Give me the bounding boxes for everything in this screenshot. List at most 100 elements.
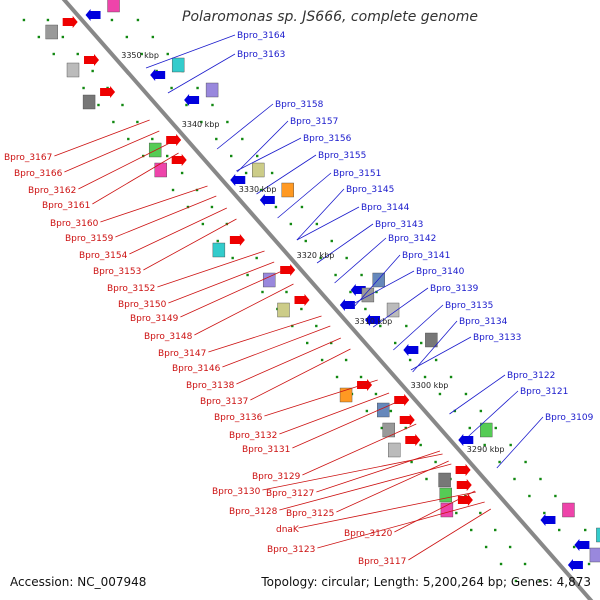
forward-gene-arrow xyxy=(456,479,472,491)
scale-tick-label: 3290 kbp xyxy=(467,445,505,454)
forward-label-leader xyxy=(194,283,294,336)
tick-dot xyxy=(291,324,294,328)
forward-gene-arrow xyxy=(294,294,310,306)
reverse-gene-label: Bpro_3142 xyxy=(388,234,436,244)
tick-dot xyxy=(483,443,486,447)
tick-dot xyxy=(364,307,367,311)
tick-dot xyxy=(289,222,293,226)
forward-gene-label: Bpro_3153 xyxy=(93,267,141,277)
tick-dot xyxy=(330,239,333,243)
forward-gene-label: Bpro_3120 xyxy=(344,529,393,539)
forward-gene-label: Bpro_3166 xyxy=(14,169,63,179)
tick-dot xyxy=(166,154,169,158)
tick-dot xyxy=(408,358,412,362)
scale-tick-label: 3330 kbp xyxy=(239,185,277,194)
reverse-gene-label: Bpro_3134 xyxy=(459,317,508,327)
reverse-gene-label: Bpro_3140 xyxy=(416,267,465,277)
tick-dot xyxy=(539,477,542,481)
tick-dot xyxy=(538,579,542,583)
tick-dot xyxy=(82,86,85,90)
forward-gene-block xyxy=(438,472,451,488)
forward-gene-label: Bpro_3161 xyxy=(42,201,90,211)
tick-dot xyxy=(244,171,248,175)
tick-dot xyxy=(171,188,175,192)
tick-dot xyxy=(315,222,319,226)
reverse-gene-label: Bpro_3158 xyxy=(275,100,324,110)
tick-dot xyxy=(319,256,322,260)
reverse-gene-label: Bpro_3121 xyxy=(520,387,568,397)
tick-dot xyxy=(345,256,348,260)
forward-gene-label: Bpro_3162 xyxy=(28,186,76,196)
tick-dot xyxy=(186,205,190,209)
forward-gene-label: Bpro_3149 xyxy=(130,314,179,324)
tick-dot xyxy=(455,511,458,515)
reverse-gene-label: Bpro_3109 xyxy=(545,413,594,423)
tick-dot xyxy=(335,375,339,379)
tick-dot xyxy=(434,358,438,362)
tick-dot xyxy=(320,358,324,362)
tick-dot xyxy=(180,171,184,175)
tick-dot xyxy=(479,511,482,515)
forward-gene-label: Bpro_3152 xyxy=(107,284,155,294)
forward-gene-label: Bpro_3123 xyxy=(267,545,315,555)
reverse-gene-label: Bpro_3133 xyxy=(473,333,521,343)
reverse-label-leader xyxy=(354,254,401,307)
forward-gene-label: Bpro_3160 xyxy=(50,219,99,229)
topology-text: Topology: circular; Length: 5,200,264 bp… xyxy=(261,575,591,589)
tick-dot xyxy=(360,273,363,277)
tick-dot xyxy=(572,545,576,549)
forward-gene-arrow xyxy=(394,394,410,406)
forward-label-leader xyxy=(302,423,417,476)
forward-gene-label: Bpro_3167 xyxy=(4,153,52,163)
tick-dot xyxy=(151,137,154,141)
reverse-label-leader xyxy=(372,287,429,328)
forward-gene-block xyxy=(262,272,276,288)
tick-dot xyxy=(231,256,234,260)
reverse-gene-block xyxy=(281,182,294,198)
tick-dot xyxy=(543,511,546,515)
forward-label-leader xyxy=(408,508,492,561)
tick-dot xyxy=(524,460,527,464)
forward-gene-label: Bpro_3159 xyxy=(65,234,114,244)
tick-dot xyxy=(587,562,591,566)
tick-dot xyxy=(470,528,473,532)
forward-gene-arrow xyxy=(62,16,78,28)
tick-dot xyxy=(389,409,393,413)
reverse-gene-block xyxy=(596,527,600,543)
tick-dot xyxy=(404,426,407,430)
tick-dot xyxy=(514,579,518,583)
forward-gene-arrow xyxy=(171,154,187,166)
reverse-gene-block xyxy=(107,0,120,13)
forward-label-leader xyxy=(279,392,390,435)
reverse-label-leader xyxy=(296,206,360,241)
forward-gene-arrow xyxy=(84,54,100,66)
reverse-label-leader xyxy=(449,374,506,415)
reverse-label-leader xyxy=(256,154,317,195)
tick-dot xyxy=(528,494,531,498)
tick-dot xyxy=(200,120,203,124)
reverse-gene-label: Bpro_3163 xyxy=(237,50,285,60)
reverse-gene-label: Bpro_3157 xyxy=(290,117,338,127)
tick-dot xyxy=(112,120,115,124)
tick-dot xyxy=(499,562,503,566)
forward-gene-block xyxy=(82,94,96,110)
forward-gene-block xyxy=(154,162,167,178)
reverse-gene-arrow xyxy=(567,559,583,571)
forward-gene-arrow xyxy=(455,464,471,476)
reverse-label-leader xyxy=(296,188,345,241)
tick-dot xyxy=(259,188,263,192)
gene-blocks xyxy=(45,0,600,571)
forward-label-leader xyxy=(100,185,208,223)
tick-dot xyxy=(509,443,512,447)
tick-dot xyxy=(410,460,413,464)
reverse-gene-block xyxy=(562,502,575,518)
forward-gene-label: Bpro_3148 xyxy=(144,332,193,342)
tick-dot xyxy=(379,324,382,328)
reverse-gene-block xyxy=(252,162,265,178)
reverse-gene-block xyxy=(361,287,375,303)
tick-dot xyxy=(274,205,278,209)
reverse-label-leader xyxy=(496,416,544,469)
tick-dot xyxy=(468,426,471,430)
forward-gene-label: Bpro_3154 xyxy=(79,251,128,261)
